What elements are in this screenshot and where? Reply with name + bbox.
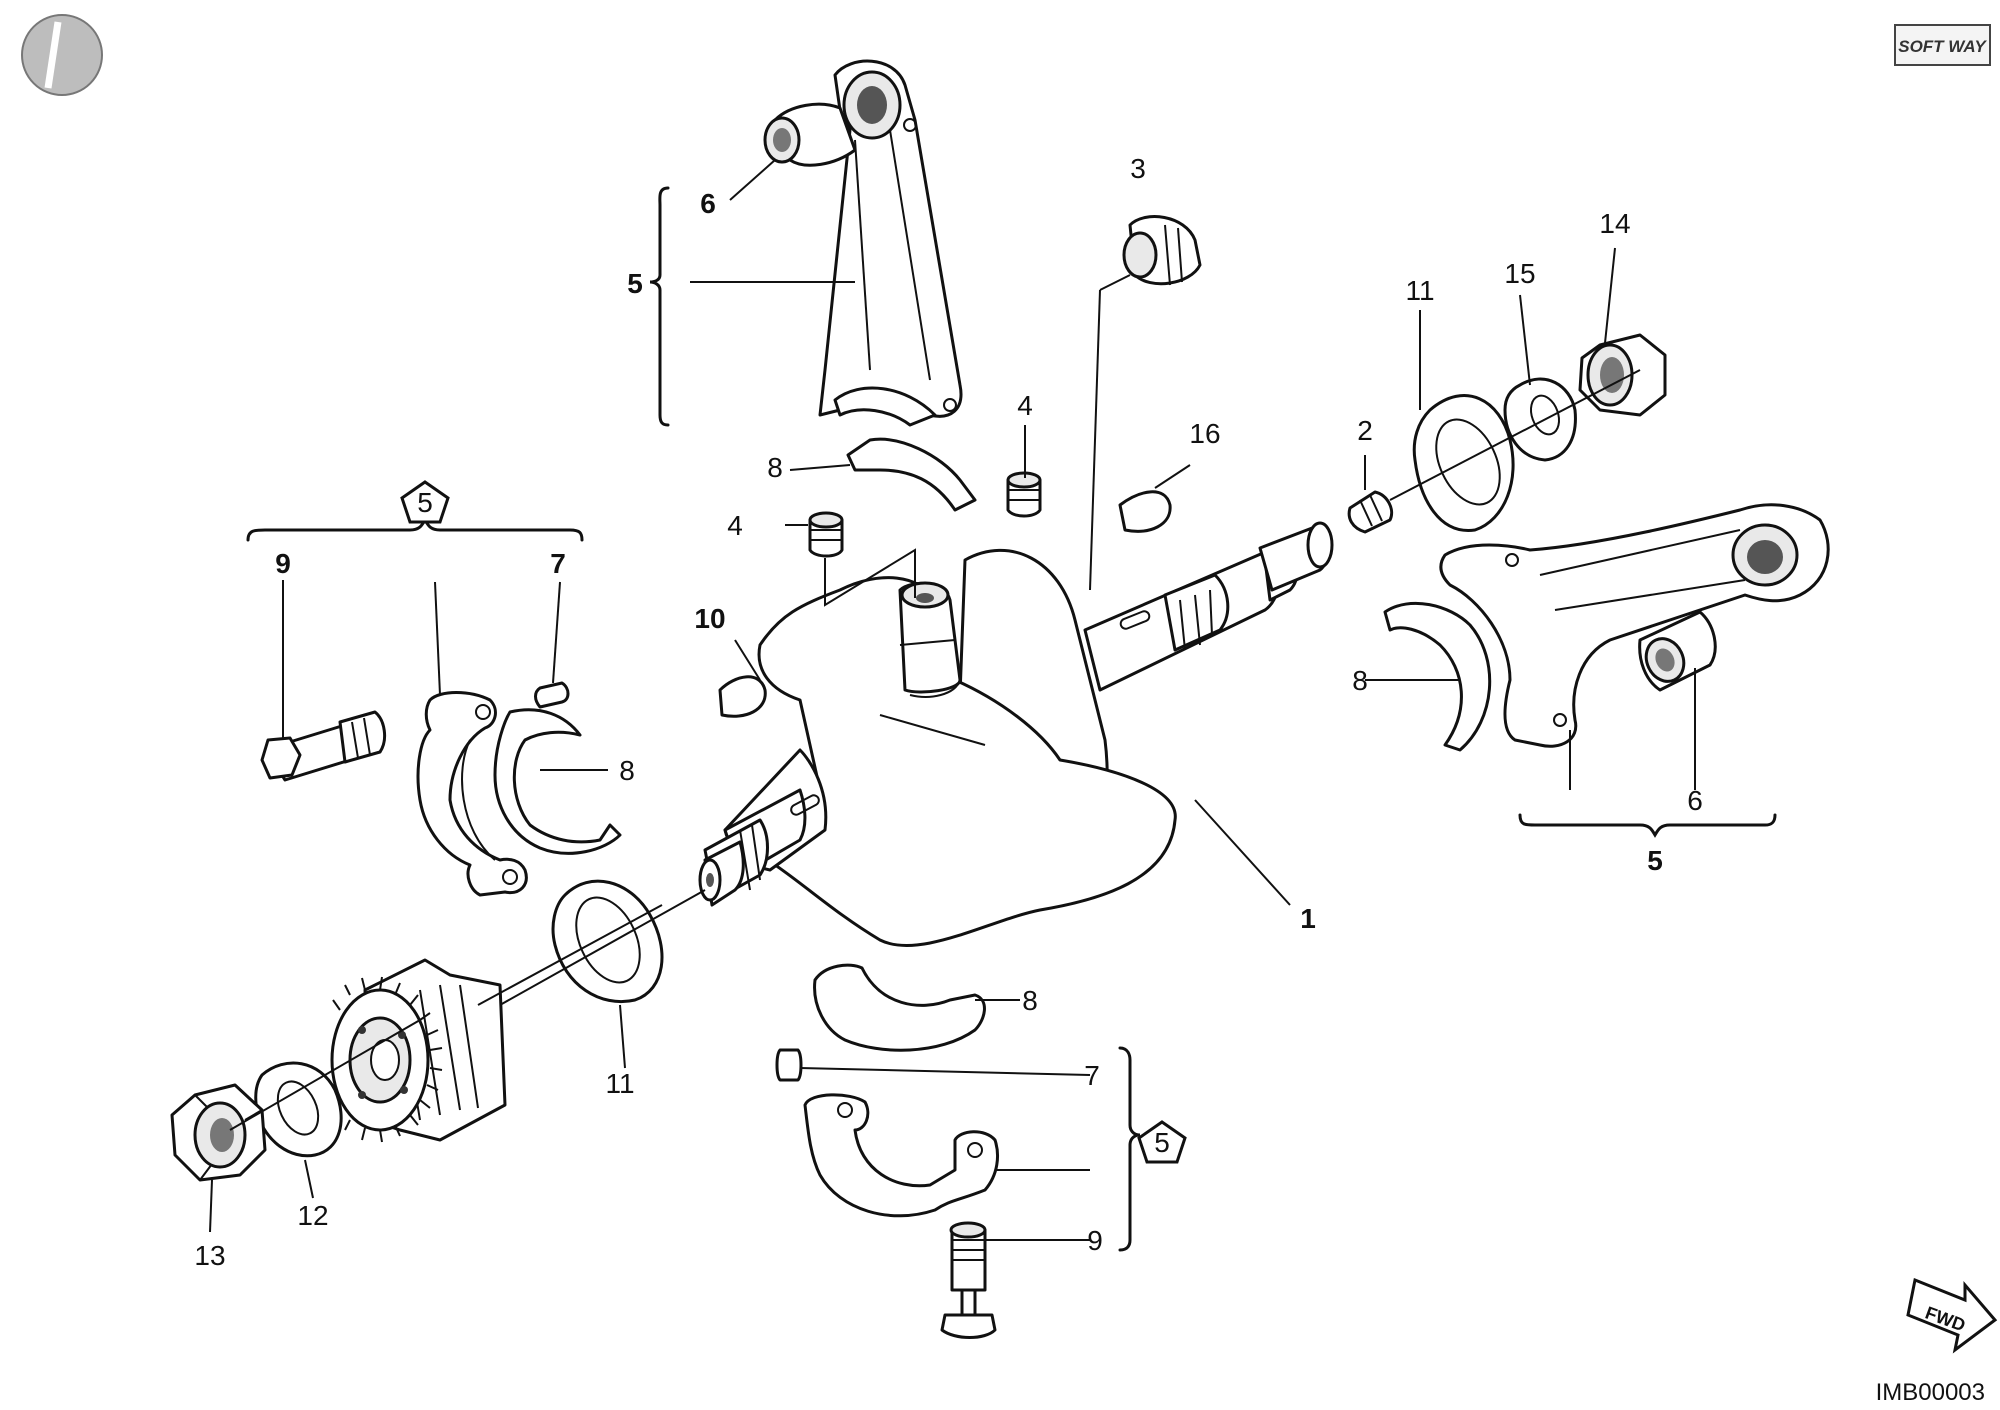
label-13: 13 — [194, 1240, 225, 1271]
small-end-bushing-top — [763, 102, 857, 167]
washer-15 — [1503, 377, 1577, 462]
label-5-right: 5 — [1647, 845, 1663, 876]
bearing-shell-left — [493, 708, 622, 855]
bolt-9-left — [260, 710, 387, 782]
label-5-pentagon-left: 5 — [417, 487, 433, 518]
timing-gear — [330, 958, 507, 1143]
bearing-shell-right — [1383, 601, 1492, 752]
grub-screw-4b — [1006, 471, 1042, 518]
label-5-top: 5 — [627, 268, 643, 299]
label-8-right: 8 — [1352, 665, 1368, 696]
plug-3 — [1122, 215, 1202, 286]
logo-circle-icon — [21, 14, 103, 96]
label-8-top: 8 — [767, 452, 783, 483]
thrust-washer-left — [551, 879, 664, 1003]
label-2: 2 — [1357, 415, 1373, 446]
brand-logo-icon: SOFT WAY — [1894, 24, 1991, 66]
label-4-lower: 4 — [727, 510, 743, 541]
label-16: 16 — [1189, 418, 1220, 449]
nut-13 — [170, 1083, 267, 1182]
grub-screw-2 — [1347, 490, 1394, 534]
main-bearing-cap-bottom — [803, 1093, 999, 1218]
label-4-upper: 4 — [1017, 390, 1033, 421]
main-bearing-cap-left — [416, 691, 528, 897]
label-14: 14 — [1599, 208, 1630, 239]
label-11-right: 11 — [1405, 275, 1434, 306]
label-6-top: 6 — [700, 188, 716, 219]
bearing-shell-top — [846, 437, 977, 512]
label-9-bottom: 9 — [1087, 1225, 1103, 1256]
nut-14 — [1578, 333, 1667, 417]
pentagon-marker-left: 5 — [400, 480, 450, 524]
leader-lines — [209, 159, 1696, 1241]
label-6-right: 6 — [1687, 785, 1703, 816]
label-5-pentagon-bottom: 5 — [1154, 1127, 1170, 1158]
lock-washer-12 — [254, 1061, 343, 1158]
label-11-left: 11 — [605, 1068, 634, 1099]
diagram-code: IMB00003 — [1876, 1379, 1985, 1406]
label-7-left: 7 — [550, 548, 566, 579]
label-9-left: 9 — [275, 548, 291, 579]
label-3: 3 — [1130, 153, 1146, 184]
brand-logo-text: SOFT WAY — [1898, 37, 1987, 56]
label-8-left: 8 — [619, 755, 635, 786]
label-15: 15 — [1504, 258, 1535, 289]
connecting-rod-right — [1439, 503, 1830, 748]
thrust-washer-right — [1412, 394, 1515, 532]
label-8-bottom: 8 — [1022, 985, 1038, 1016]
crankshaft — [698, 521, 1334, 947]
small-end-bushing-right — [1638, 610, 1717, 692]
dowel-pin-7-bottom — [775, 1048, 803, 1082]
bearing-shell-bottom — [813, 963, 986, 1052]
callout-labels: 1 2 3 4 4 5 5 6 6 7 7 8 8 8 8 9 9 10 11 … — [194, 153, 1702, 1271]
key-16 — [1118, 490, 1172, 533]
pentagon-marker-bottom: 5 — [1137, 1120, 1187, 1164]
label-10: 10 — [694, 603, 725, 634]
label-7-bottom: 7 — [1084, 1060, 1100, 1091]
bolt-9-bottom — [940, 1221, 997, 1339]
grub-screw-4a — [808, 511, 844, 558]
label-1: 1 — [1300, 903, 1316, 934]
label-12: 12 — [297, 1200, 328, 1231]
fwd-arrow-icon: FWD — [1906, 1277, 1998, 1354]
key-10 — [718, 675, 767, 718]
dowel-pin-7-left — [534, 681, 570, 709]
